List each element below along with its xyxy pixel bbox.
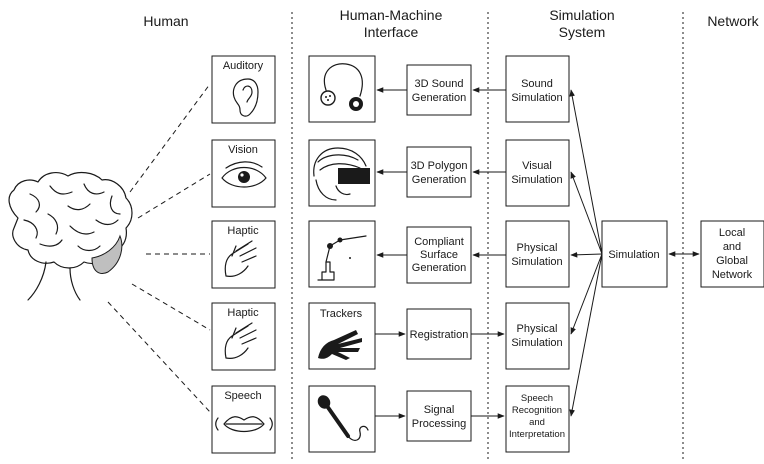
- sense-link-auditory: [129, 83, 211, 193]
- arrow-hub-to-physical-sim-2: [570, 253, 603, 335]
- simulation-box-physical-1: Physical Simulation: [505, 220, 570, 288]
- hand-icon: [224, 240, 257, 277]
- interface-label-signal-line2: Processing: [412, 418, 466, 430]
- interface-label-3d-polygon-line1: 3D Polygon: [411, 160, 468, 172]
- hand-icon: [224, 322, 257, 359]
- column-header-hmi-line1: Human-Machine: [340, 7, 443, 23]
- head-mounted-display-icon: [313, 147, 370, 201]
- simulation-label-speech-line1: Speech: [521, 393, 553, 404]
- interface-label-compliant-line1: Compliant: [414, 236, 464, 248]
- interface-label-compliant-line3: Generation: [412, 262, 466, 274]
- brain-icon: [8, 171, 133, 301]
- sense-label-haptic-1: Haptic: [227, 225, 259, 237]
- sense-link-speech: [107, 301, 211, 413]
- sense-link-vision: [137, 173, 211, 219]
- robot-arm-icon: [317, 235, 367, 281]
- simulation-label-physical-1-line1: Physical: [517, 242, 558, 254]
- arrow-hub-to-physical-sim-1: [570, 251, 603, 258]
- data-glove-icon: [318, 330, 362, 360]
- simulation-box-sound: Sound Simulation: [505, 55, 570, 123]
- device-box-force-arm: [308, 220, 376, 288]
- interface-label-signal-line1: Signal: [424, 404, 455, 416]
- simulation-label-visual-line2: Simulation: [511, 174, 562, 186]
- simulation-hub-label: Simulation: [608, 249, 659, 261]
- network-box: Local and Global Network: [700, 220, 764, 288]
- column-header-network: Network: [707, 13, 759, 29]
- interface-label-3d-sound-line2: Generation: [412, 92, 466, 104]
- eye-icon: [221, 161, 267, 188]
- sense-box-speech: Speech: [211, 385, 276, 454]
- network-label-line3: Global: [716, 255, 748, 267]
- sense-label-haptic-2: Haptic: [227, 307, 259, 319]
- column-header-human: Human: [143, 13, 188, 29]
- simulation-label-physical-1-line2: Simulation: [511, 256, 562, 268]
- interface-label-3d-polygon-line2: Generation: [412, 174, 466, 186]
- interface-label-3d-sound-line1: 3D Sound: [415, 78, 464, 90]
- network-label-line4: Network: [712, 269, 753, 281]
- sense-box-haptic-1: Haptic: [211, 220, 276, 289]
- sense-label-vision: Vision: [228, 144, 258, 156]
- simulation-label-speech-line2: Recognition: [512, 405, 562, 416]
- interface-box-3d-sound: 3D Sound Generation: [406, 64, 472, 116]
- device-box-hmd: [308, 139, 376, 207]
- simulation-label-sound-line2: Simulation: [511, 92, 562, 104]
- network-label-line2: and: [723, 241, 741, 253]
- headphones-icon: [320, 63, 363, 111]
- device-box-headphones: [308, 55, 376, 123]
- simulation-label-speech-line3: and: [529, 417, 545, 428]
- interface-box-registration: Registration: [406, 308, 472, 360]
- simulation-label-physical-2-line1: Physical: [517, 323, 558, 335]
- sense-box-haptic-2: Haptic: [211, 302, 276, 371]
- interface-label-registration: Registration: [410, 329, 469, 341]
- column-header-simulation-line1: Simulation: [549, 7, 614, 23]
- simulation-hub-box: Simulation: [601, 220, 668, 288]
- device-box-microphone: [308, 385, 376, 453]
- microphone-icon: [317, 395, 369, 441]
- simulation-label-visual-line1: Visual: [522, 160, 552, 172]
- sense-label-speech: Speech: [224, 390, 261, 402]
- column-header-simulation-line2: System: [559, 24, 606, 40]
- simulation-label-sound-line1: Sound: [521, 78, 553, 90]
- mouth-icon: [215, 416, 273, 433]
- sense-label-auditory: Auditory: [223, 60, 264, 72]
- simulation-label-speech-line4: Interpretation: [509, 429, 565, 440]
- device-label-trackers: Trackers: [320, 308, 363, 320]
- column-header-hmi-line2: Interface: [364, 24, 419, 40]
- device-box-trackers: Trackers: [308, 302, 376, 370]
- arrow-hub-to-speech-sim: [569, 253, 603, 417]
- ear-icon: [232, 78, 259, 117]
- sense-box-auditory: Auditory: [211, 55, 276, 124]
- interface-label-compliant-line2: Surface: [420, 249, 458, 261]
- interface-box-compliant-surface: Compliant Surface Generation: [406, 226, 472, 284]
- arrow-hub-to-sound-sim: [569, 89, 603, 255]
- simulation-box-speech-recognition: Speech Recognition and Interpretation: [505, 385, 570, 453]
- simulation-box-visual: Visual Simulation: [505, 139, 570, 207]
- sense-box-vision: Vision: [211, 139, 276, 208]
- simulation-label-physical-2-line2: Simulation: [511, 337, 562, 349]
- interface-box-3d-polygon: 3D Polygon Generation: [406, 146, 472, 198]
- arrow-hub-to-visual-sim: [570, 171, 603, 255]
- network-label-line1: Local: [719, 227, 745, 239]
- interface-box-signal-processing: Signal Processing: [406, 390, 472, 442]
- simulation-box-physical-2: Physical Simulation: [505, 302, 570, 370]
- sense-link-haptic-2: [131, 283, 211, 331]
